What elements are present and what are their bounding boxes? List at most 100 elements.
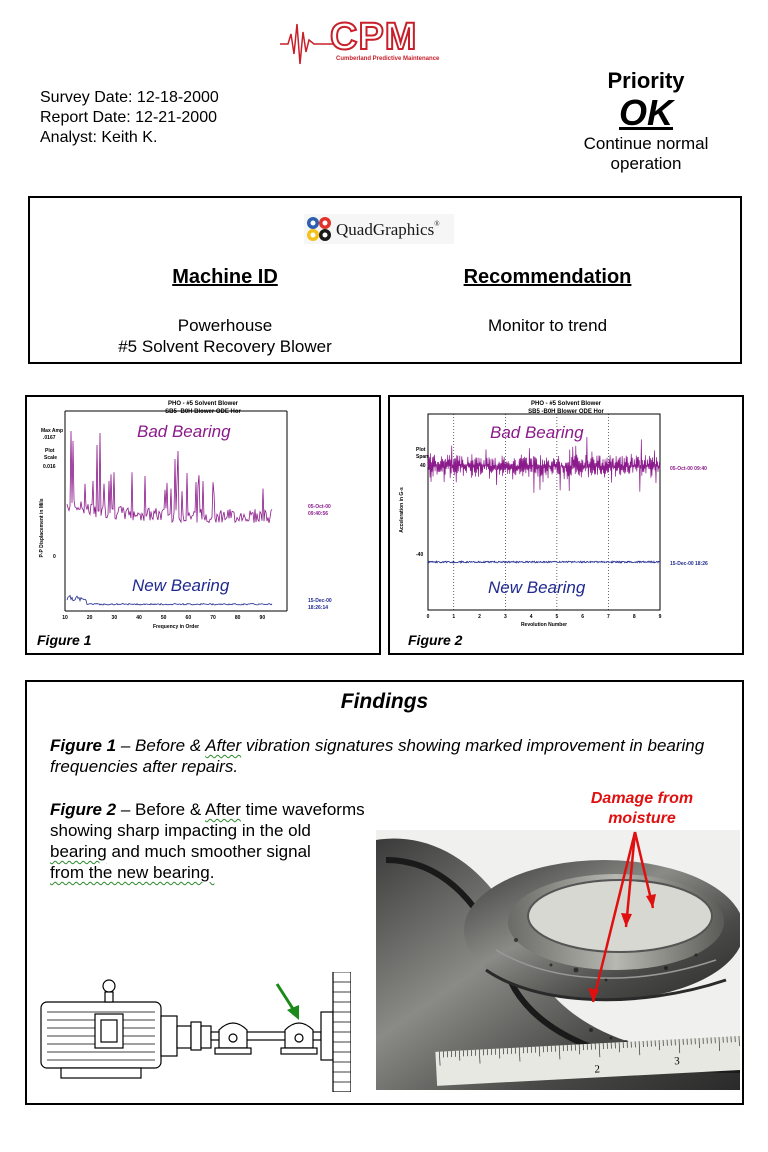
figure2-y-top: 40 xyxy=(420,463,426,469)
findings-fig2-bearing: bearing xyxy=(50,842,107,861)
figure1-bad-bearing-trace xyxy=(66,430,273,524)
bearing-photo: 2 3 xyxy=(376,830,740,1090)
figure2-xtick-label: 9 xyxy=(658,614,662,620)
figure1-xtick-label: 40 xyxy=(136,615,142,621)
figure1-bad-time: 09:40:56 xyxy=(308,511,329,517)
svg-text:3: 3 xyxy=(674,1055,681,1067)
figure1-plot-scale-label2: Scale xyxy=(44,455,58,461)
figure1-new-date: 15-Dec-00 xyxy=(308,598,332,604)
findings-box: Findings Figure 1 – Before & After vibra… xyxy=(25,680,744,1105)
figure2-label: Figure 2 xyxy=(408,632,463,648)
figure2-xtick-label: 4 xyxy=(529,614,533,620)
findings-figure1-label: Figure 1 xyxy=(50,736,117,755)
findings-fig2-after: After xyxy=(204,800,241,819)
figure1-max-amp-label: Max Amp xyxy=(41,428,64,434)
figure1-xtick-label: 30 xyxy=(111,615,118,621)
figure1-new-label: New Bearing xyxy=(132,576,230,595)
figure1-title-line1: PHO - #5 Solvent Blower xyxy=(167,401,239,407)
figure1-xtick-label: 20 xyxy=(86,615,93,621)
recommendation-text: Monitor to trend xyxy=(487,316,608,335)
figure1-xtick-label: 70 xyxy=(210,615,216,621)
figure1-bad-date: 05-Oct-00 xyxy=(308,504,331,510)
figure1-bad-label: Bad Bearing xyxy=(137,422,231,441)
machine-line1: Powerhouse xyxy=(177,316,273,335)
recommendation-heading: Recommendation xyxy=(463,266,632,288)
figure1-chart xyxy=(64,410,288,612)
client-logo-suffix: ® xyxy=(434,220,440,228)
machine-info-box: QuadGraphics® Machine ID Recommendation … xyxy=(28,196,742,364)
findings-heading: Findings xyxy=(340,690,429,713)
priority-value: OK xyxy=(619,92,673,133)
figure2-xtick-label: 0 xyxy=(426,614,430,620)
machine-diagram xyxy=(40,972,351,1092)
machine-id-heading: Machine ID xyxy=(172,266,278,288)
figure1-scale-zero: 0 xyxy=(53,554,56,560)
logo-waveform-icon xyxy=(280,23,338,65)
figure2-xtick-label: 7 xyxy=(607,614,610,620)
damage-label-line1: Damage from xyxy=(590,790,694,807)
figure1-xlabel: Frequency in Order xyxy=(152,624,200,630)
findings-fig1-part-b: vibration signatures showing marked impr… xyxy=(50,736,705,776)
figure2-xtick-label: 3 xyxy=(503,614,507,620)
client-logo: QuadGraphics® xyxy=(304,214,454,244)
figure2-new-bearing-trace xyxy=(427,559,661,564)
findings-figure2-text: Figure 2 – Before & After time waveforms… xyxy=(50,799,430,883)
figure2-xticks: 0 1 2 3 4 5 6 7 8 9 xyxy=(426,614,662,622)
findings-fig2-line3-rest: and much smoother signal xyxy=(106,842,311,861)
quadgraphics-logo-icon xyxy=(307,217,331,241)
svg-text:2: 2 xyxy=(594,1063,600,1075)
figure2-new-label: New Bearing xyxy=(488,578,586,597)
damage-label-line2: moisture xyxy=(608,810,676,827)
figure2-title-line1: PHO - #5 Solvent Blower xyxy=(530,401,602,407)
priority-block: Priority OK Continue normal operation xyxy=(560,68,732,174)
figure1-xtick-label: 90 xyxy=(259,615,266,621)
findings-fig1-after: After xyxy=(205,736,242,755)
figure2-bad-stamp: 05-Oct-00 09:40 xyxy=(670,466,707,472)
figure1-xtick-label: 50 xyxy=(160,615,167,621)
damage-label: Damage from moisture xyxy=(567,789,717,829)
priority-label: Priority xyxy=(607,68,685,93)
figure1-new-time: 18:26:14 xyxy=(308,605,329,611)
company-logo: CPM Cumberland Predictive Maintenance xyxy=(278,14,458,70)
client-logo-name: QuadGraphics xyxy=(336,220,435,239)
figure2-plot-span-label: Plot xyxy=(416,447,426,453)
findings-fig2-line4-text: from the new bearing. xyxy=(50,863,215,882)
findings-fig2-line3: bearing and much smoother signal xyxy=(50,841,430,862)
figure2-panel: PHO - #5 Solvent Blower SB5 -B0H Blower … xyxy=(388,395,744,655)
findings-fig2-part-a: – Before & xyxy=(116,800,205,819)
figure2-title-line2: SB5 -B0H Blower ODE Hor xyxy=(528,409,604,415)
figure2-bad-label: Bad Bearing xyxy=(490,423,584,442)
figure2-bad-bearing-trace xyxy=(427,436,661,493)
figure1-xtick-label: 60 xyxy=(185,615,192,621)
findings-fig1-part-a: – Before & xyxy=(116,736,206,755)
findings-figure1-text: Figure 1 – Before & After vibration sign… xyxy=(50,735,725,777)
figure2-y-bottom: -40 xyxy=(416,552,424,558)
figure2-xlabel: Revolution Number xyxy=(520,622,568,628)
figure2-xtick-label: 8 xyxy=(632,614,636,620)
figure2-ylabel: Acceleration in G-s xyxy=(399,487,405,533)
findings-fig2-line2: showing sharp impacting in the old xyxy=(50,821,311,840)
figure2-xtick-label: 6 xyxy=(581,614,585,620)
figure1-label: Figure 1 xyxy=(37,632,92,648)
figure2-xtick-label: 5 xyxy=(555,614,559,620)
logo-subtitle: Cumberland Predictive Maintenance xyxy=(336,56,440,62)
survey-date: Survey Date: 12-18-2000 xyxy=(40,89,219,106)
damaged-bearing-image: 2 3 xyxy=(376,830,740,1090)
priority-note-line1: Continue normal xyxy=(583,134,709,153)
figure1-new-bearing-trace xyxy=(66,594,273,606)
figure2-xtick-label: 2 xyxy=(478,614,481,620)
findings-fig2-line4: from the new bearing. xyxy=(50,862,430,883)
report-date: Report Date: 12-21-2000 xyxy=(40,109,217,126)
figure2-xtick-label: 1 xyxy=(452,614,456,620)
figure1-max-amp-value: .0167 xyxy=(43,435,56,441)
priority-note-line2: operation xyxy=(610,154,682,173)
findings-figure2-label: Figure 2 xyxy=(50,800,117,819)
analyst: Analyst: Keith K. xyxy=(40,129,158,146)
figure2-new-stamp: 15-Dec-00 18:26 xyxy=(670,561,708,567)
green-arrow-icon xyxy=(275,983,299,1020)
figure1-panel: PHO - #5 Solvent Blower SB5 -B0H Blower … xyxy=(25,395,381,655)
figure1-xtick-label: 80 xyxy=(234,615,241,621)
figure2-plot-span-label2: Span xyxy=(416,454,429,460)
figure1-plot-scale-label: Plot xyxy=(45,448,55,454)
